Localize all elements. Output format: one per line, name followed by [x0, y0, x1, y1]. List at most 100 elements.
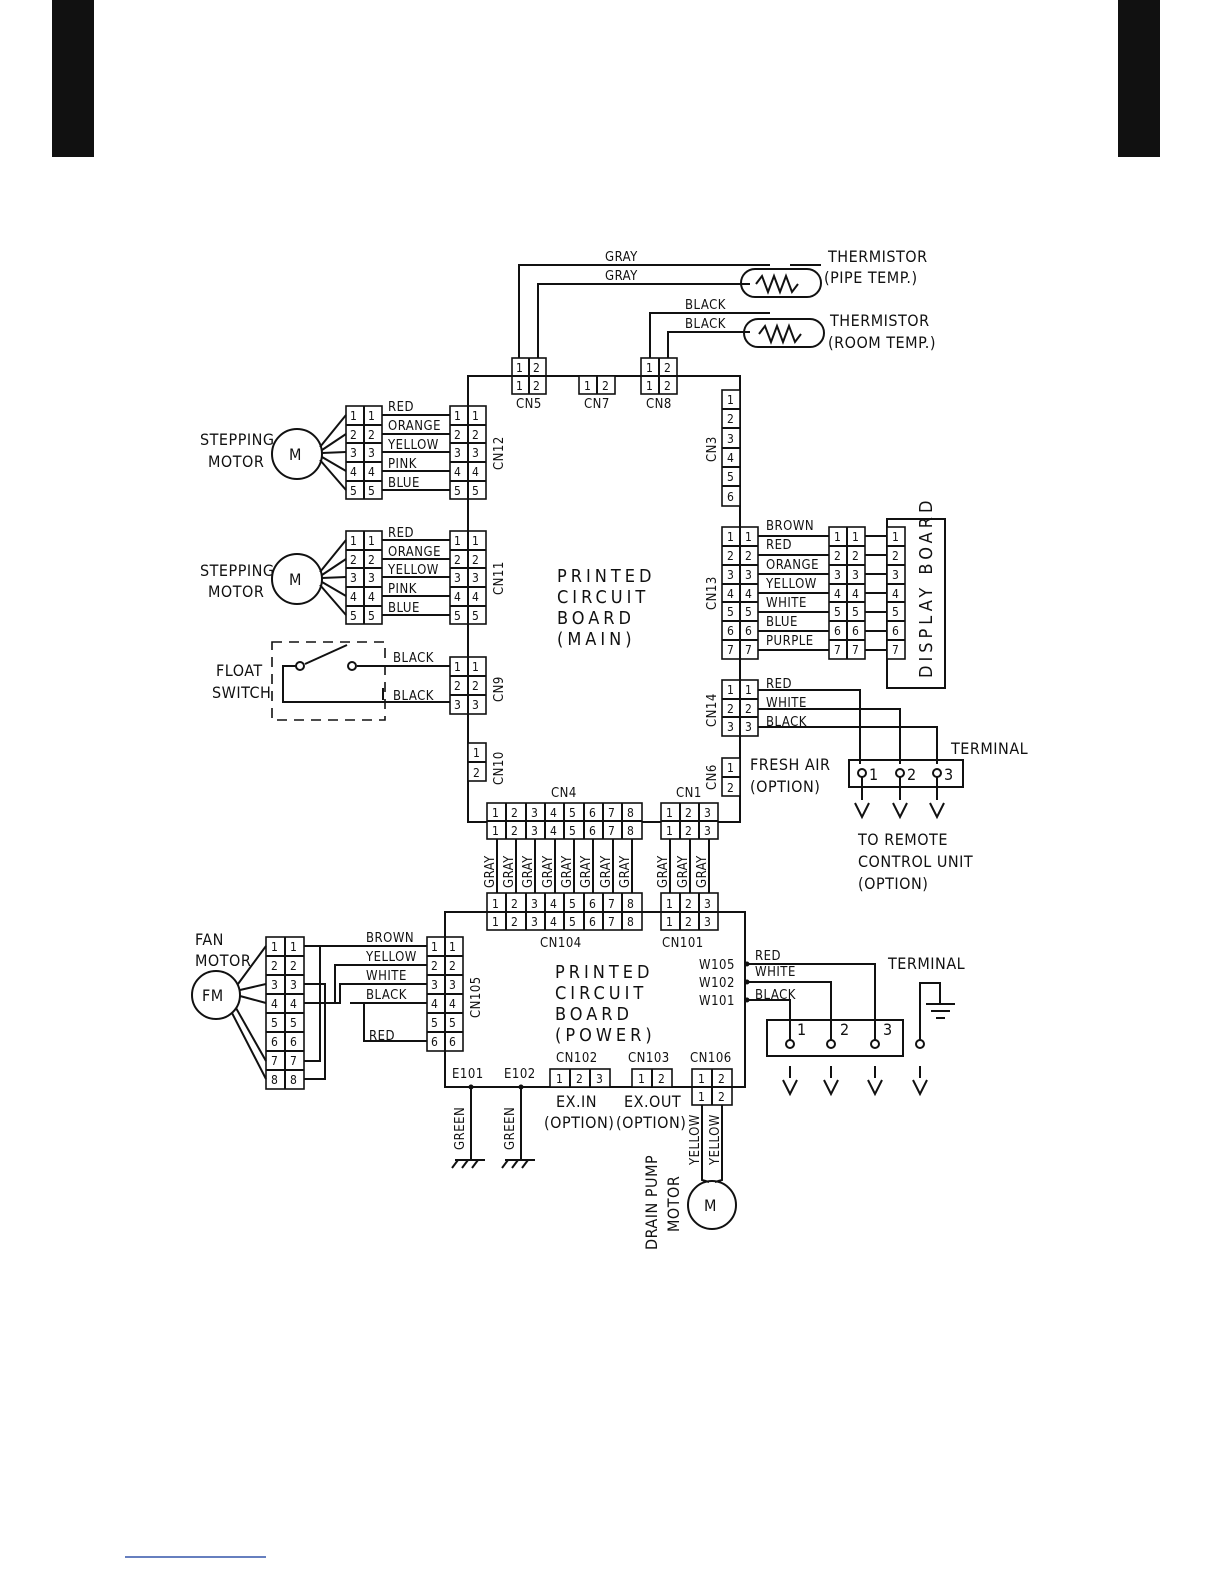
svg-text:8: 8 — [627, 897, 634, 911]
gray-11: GRAY — [695, 855, 710, 888]
float-switch-symbol — [282, 644, 450, 703]
fan-wire-red: RED — [369, 1029, 395, 1044]
left-black-tab — [52, 0, 94, 157]
pt-pin-2: 2 — [840, 1020, 850, 1039]
cn3-connector: 12 34 56 — [721, 389, 741, 507]
fan-motor-label-2: MOTOR — [195, 951, 251, 970]
room-thermistor-symbol — [743, 318, 825, 348]
svg-text:5: 5 — [569, 915, 576, 929]
svg-text:3: 3 — [834, 568, 841, 582]
room-thermistor-wire-2 — [667, 331, 750, 358]
svg-text:1: 1 — [368, 534, 375, 548]
svg-text:2: 2 — [685, 897, 692, 911]
svg-text:2: 2 — [350, 428, 357, 442]
svg-text:1: 1 — [454, 660, 461, 674]
ex-in-label-1: EX.IN — [556, 1092, 597, 1111]
svg-text:1: 1 — [698, 1090, 705, 1104]
cn14-wire-red — [758, 689, 861, 764]
cn9-label: CN9 — [492, 676, 507, 702]
disp-wire-white: WHITE — [766, 596, 807, 611]
cn4-label: CN4 — [551, 786, 577, 801]
svg-text:2: 2 — [368, 428, 375, 442]
pipe-thermistor-wire-1 — [518, 264, 770, 358]
sm1-wire-orange: ORANGE — [388, 419, 441, 434]
svg-text:2: 2 — [454, 553, 461, 567]
svg-text:5: 5 — [350, 484, 357, 498]
svg-text:4: 4 — [431, 997, 438, 1011]
drain-pump-motor-icon — [687, 1180, 737, 1230]
svg-text:6: 6 — [271, 1035, 278, 1049]
svg-text:7: 7 — [727, 643, 734, 657]
svg-text:4: 4 — [550, 806, 557, 820]
svg-text:4: 4 — [727, 451, 734, 465]
disp-wire-red: RED — [766, 538, 792, 553]
svg-text:8: 8 — [627, 806, 634, 820]
svg-text:3: 3 — [472, 446, 479, 460]
svg-text:1: 1 — [368, 409, 375, 423]
disp-wire-purple: PURPLE — [766, 634, 814, 649]
svg-text:3: 3 — [531, 897, 538, 911]
svg-text:3: 3 — [454, 698, 461, 712]
svg-text:1: 1 — [646, 379, 653, 393]
svg-text:2: 2 — [449, 959, 456, 973]
svg-text:2: 2 — [852, 549, 859, 563]
svg-text:5: 5 — [569, 806, 576, 820]
svg-text:1: 1 — [698, 1072, 705, 1086]
svg-text:6: 6 — [589, 824, 596, 838]
svg-text:1: 1 — [492, 915, 499, 929]
terminal-top-posts — [854, 768, 945, 820]
right-black-tab — [1118, 0, 1160, 157]
sm1-label-2: MOTOR — [208, 452, 264, 471]
pt-pin-3: 3 — [883, 1020, 893, 1039]
pt-wire-red: RED — [755, 949, 781, 964]
svg-text:3: 3 — [704, 897, 711, 911]
room-wire-label-1: BLACK — [685, 298, 726, 313]
stepping-motor-1-icon — [271, 428, 323, 480]
svg-text:2: 2 — [685, 806, 692, 820]
terminal-top-label: TERMINAL — [950, 739, 1028, 758]
svg-text:6: 6 — [589, 897, 596, 911]
svg-text:1: 1 — [638, 1072, 645, 1086]
svg-text:1: 1 — [472, 660, 479, 674]
svg-text:3: 3 — [454, 446, 461, 460]
svg-text:3: 3 — [350, 446, 357, 460]
cn106-label: CN106 — [690, 1051, 732, 1066]
sm2-wire-yellow: YELLOW — [387, 563, 439, 578]
svg-text:1: 1 — [472, 534, 479, 548]
gray-1: GRAY — [483, 855, 498, 888]
svg-text:5: 5 — [449, 1016, 456, 1030]
float-switch-enclosure — [271, 641, 386, 721]
svg-text:1: 1 — [646, 361, 653, 375]
cn103-label: CN103 — [628, 1051, 670, 1066]
svg-text:3: 3 — [531, 806, 538, 820]
svg-text:5: 5 — [727, 470, 734, 484]
svg-text:5: 5 — [271, 1016, 278, 1030]
cn10-label: CN10 — [492, 751, 507, 785]
svg-text:2: 2 — [664, 361, 671, 375]
svg-text:3: 3 — [531, 824, 538, 838]
pt-pin-1: 1 — [797, 1020, 807, 1039]
pipe-thermistor-label-1: THERMISTOR — [827, 247, 928, 266]
svg-text:2: 2 — [511, 806, 518, 820]
svg-text:2: 2 — [454, 428, 461, 442]
svg-text:2: 2 — [533, 379, 540, 393]
float-wire-black-2: BLACK — [393, 689, 434, 704]
svg-text:2: 2 — [718, 1090, 725, 1104]
fan-motor-icon — [191, 970, 241, 1020]
power-board-label-4: (POWER) — [555, 1025, 656, 1046]
pt-wire-black: BLACK — [755, 988, 796, 1003]
power-board-label-1: PRINTED — [555, 962, 654, 983]
cn8-label: CN8 — [646, 397, 672, 412]
cn10-connector: 12 — [467, 742, 487, 782]
sm1-wire-blue: BLUE — [388, 476, 420, 491]
svg-text:1: 1 — [454, 534, 461, 548]
svg-text:5: 5 — [290, 1016, 297, 1030]
